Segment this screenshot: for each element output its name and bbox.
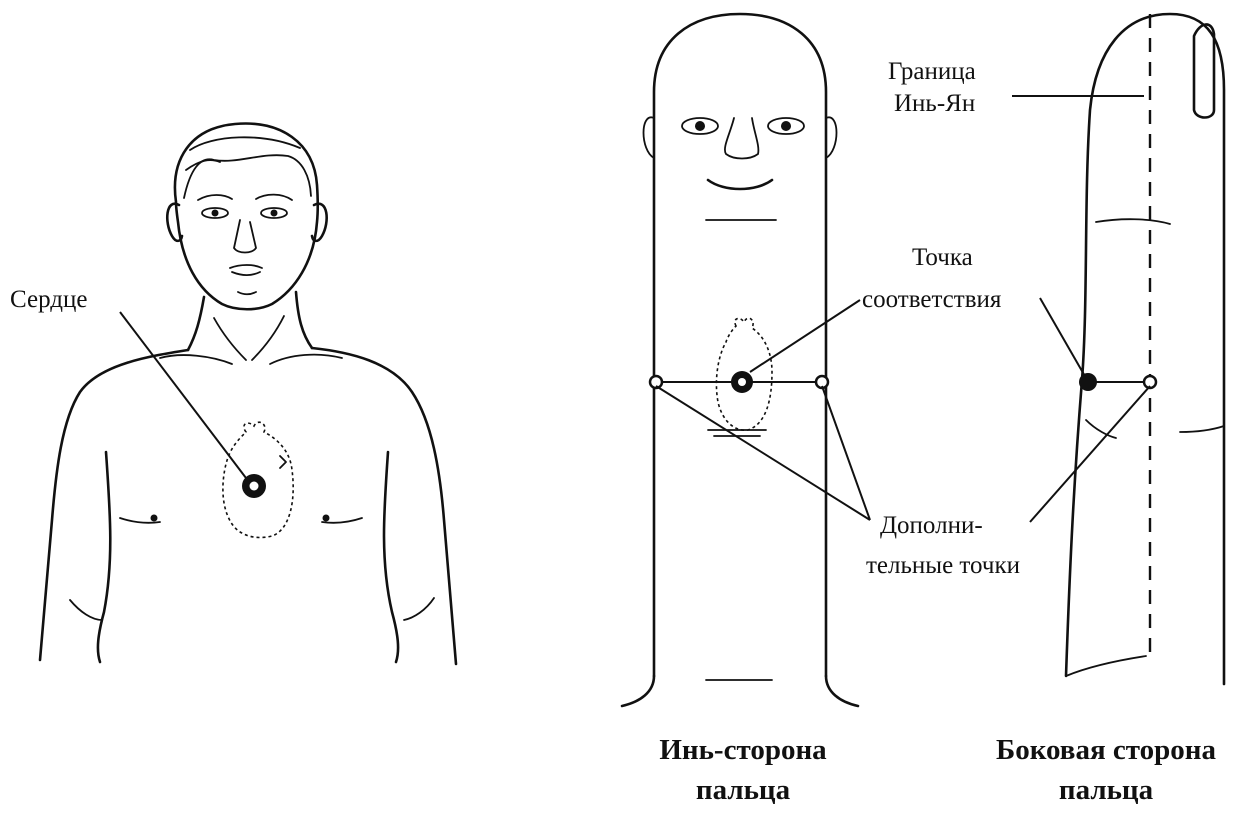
left-collarbone bbox=[160, 355, 232, 364]
head-outline bbox=[175, 124, 318, 310]
finger-yin-base-right bbox=[826, 676, 858, 706]
finger-nose bbox=[725, 118, 758, 159]
lateral-corresponding-point bbox=[1079, 373, 1097, 391]
left-pupil bbox=[212, 210, 219, 217]
finger-lateral-crease-low bbox=[1066, 656, 1146, 676]
left-nipple bbox=[151, 515, 158, 522]
finger-nail bbox=[1194, 24, 1214, 117]
finger-left-pupil bbox=[695, 121, 705, 131]
neck-right bbox=[296, 292, 312, 348]
finger-lateral-crease-mid bbox=[1180, 426, 1224, 432]
label-boundary-line1: Граница bbox=[888, 56, 976, 87]
neck-muscles bbox=[214, 316, 284, 360]
caption-side-line1: Боковая сторона bbox=[964, 730, 1248, 770]
extra-leader-1 bbox=[656, 386, 870, 520]
finger-lateral-crease-top bbox=[1096, 219, 1170, 224]
label-extra-line1: Дополни- bbox=[880, 510, 983, 541]
finger-yin-side bbox=[622, 14, 860, 706]
yin-point-leader bbox=[750, 300, 860, 372]
heart-vessel-mark bbox=[280, 456, 286, 468]
label-heart: Сердце bbox=[10, 284, 87, 315]
extra-leader-3 bbox=[1030, 386, 1150, 522]
caption-yin-line2: пальца bbox=[638, 770, 848, 810]
finger-yin-outline bbox=[654, 14, 826, 676]
elbow-marks bbox=[70, 598, 434, 620]
caption-yin-line1: Инь-сторона bbox=[638, 730, 848, 770]
yin-corresponding-point-inner bbox=[738, 378, 746, 386]
finger-heart-base bbox=[708, 430, 766, 436]
finger-yin-ears bbox=[644, 117, 837, 158]
right-arm-inner bbox=[384, 452, 398, 662]
finger-lateral-outline bbox=[1066, 14, 1224, 684]
label-point-line2: соответствия bbox=[862, 284, 1001, 315]
label-extra-line2: тельные точки bbox=[866, 550, 1020, 581]
finger-mouth bbox=[708, 180, 772, 189]
right-brow bbox=[256, 195, 292, 200]
right-nipple bbox=[323, 515, 330, 522]
heart-point-inner bbox=[250, 482, 259, 491]
label-point-line1: Точка bbox=[912, 242, 973, 273]
human-figure bbox=[40, 124, 456, 664]
nose bbox=[234, 220, 256, 253]
lateral-point-leader bbox=[1040, 298, 1086, 378]
neck-left bbox=[188, 297, 204, 350]
finger-yin-base-left bbox=[622, 676, 654, 706]
chin bbox=[238, 292, 256, 294]
right-collarbone bbox=[270, 355, 342, 364]
left-brow bbox=[198, 195, 232, 200]
label-boundary-line2: Инь-Ян bbox=[894, 88, 975, 119]
right-pupil bbox=[271, 210, 278, 217]
left-arm-inner bbox=[98, 452, 110, 662]
mouth bbox=[230, 265, 262, 275]
caption-side-line2: пальца bbox=[964, 770, 1248, 810]
finger-right-pupil bbox=[781, 121, 791, 131]
hair-strands bbox=[186, 137, 300, 170]
finger-lateral-side bbox=[1012, 14, 1224, 684]
extra-leader-2 bbox=[822, 386, 870, 520]
